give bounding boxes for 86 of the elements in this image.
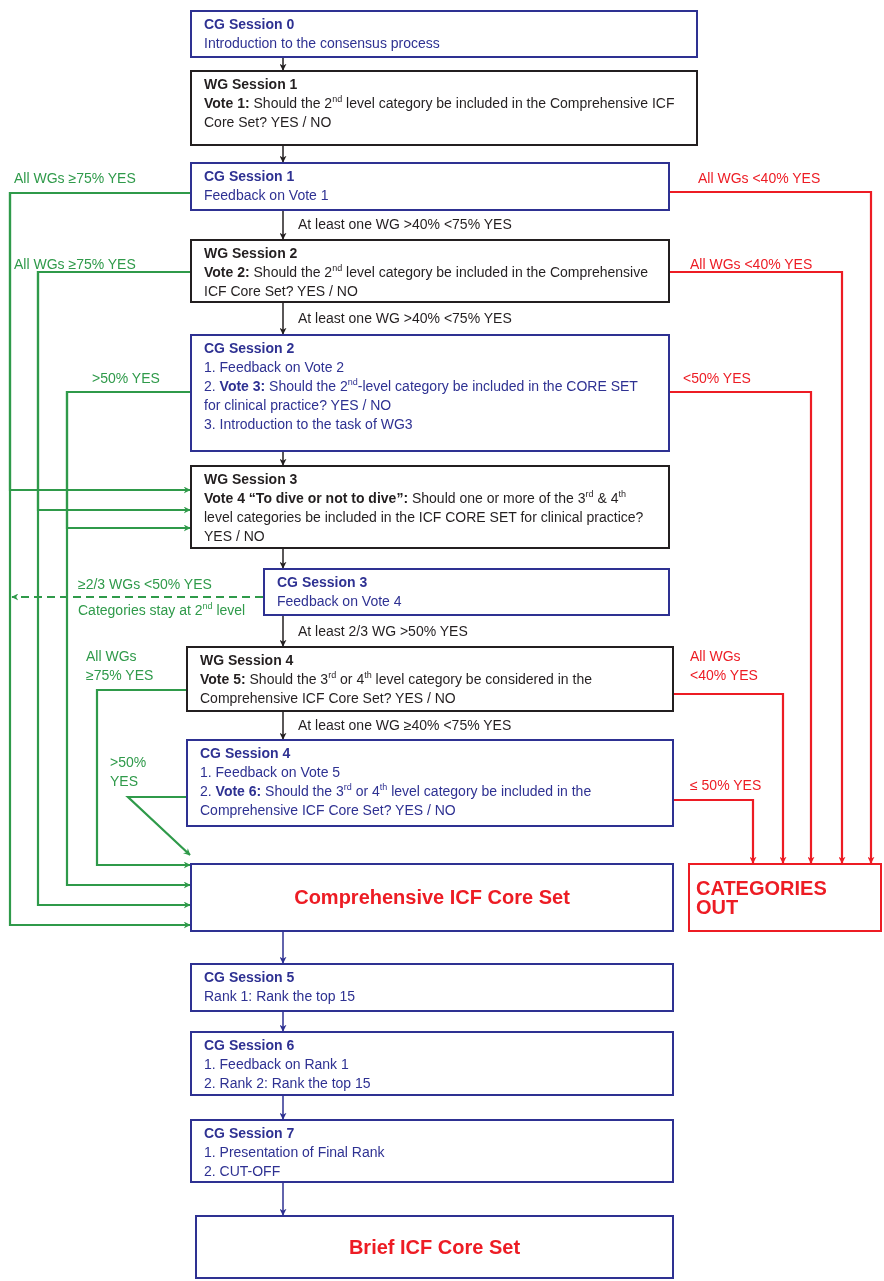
session-box xyxy=(263,568,670,616)
result-box xyxy=(688,863,882,932)
edge-label: All WGs ≥75% YES xyxy=(86,647,155,685)
session-title: CG Session 6 xyxy=(204,1036,296,1055)
arrow xyxy=(279,57,287,71)
session-box xyxy=(186,646,674,712)
edge-label: At least one WG >40% <75% YES xyxy=(298,309,512,328)
arrow xyxy=(279,931,287,964)
arrow xyxy=(279,711,287,740)
result-title: Comprehensive ICF Core Set xyxy=(294,888,570,907)
session-text: 1. Feedback on Vote 5 xyxy=(200,763,342,782)
arrow xyxy=(279,1182,287,1216)
result-box xyxy=(195,1215,674,1279)
session-title: CG Session 0 xyxy=(204,15,296,34)
arrow xyxy=(279,615,287,647)
result-title: CATEGORIES OUT xyxy=(696,878,828,917)
session-text: 2. Rank 2: Rank the top 15 xyxy=(204,1074,372,1093)
arrow xyxy=(279,1011,287,1032)
arrow xyxy=(65,390,191,889)
session-text: Introduction to the consensus process xyxy=(204,34,441,53)
session-text: Feedback on Vote 1 xyxy=(204,186,330,205)
session-text: Feedback on Vote 4 xyxy=(277,592,403,611)
session-text: 2. CUT-OFF xyxy=(204,1162,282,1181)
session-title: CG Session 2 xyxy=(204,339,296,358)
result-title: Brief ICF Core Set xyxy=(348,1237,521,1257)
session-text: 1. Presentation of Final Rank xyxy=(204,1143,386,1162)
session-title: CG Session 7 xyxy=(204,1124,296,1143)
session-text: 1. Feedback on Rank 1 xyxy=(204,1055,350,1074)
edge-label: >50% YES xyxy=(92,369,160,388)
session-box xyxy=(190,10,698,58)
arrow xyxy=(95,688,191,869)
edge-label: >50% YES xyxy=(110,753,148,791)
arrow xyxy=(279,302,287,335)
session-text: 3. Introduction to the task of WG3 xyxy=(204,415,414,434)
arrow xyxy=(11,593,263,601)
arrow xyxy=(279,548,287,569)
arrow xyxy=(125,795,191,856)
edge-label: <50% YES xyxy=(683,369,751,388)
arrow xyxy=(670,190,875,864)
edge-label: All WGs <40% YES xyxy=(690,255,813,274)
session-text: Vote 1: Should the 2$^{nd}$ level category be included in the Comprehensive ICF Core Set? YES / NO xyxy=(204,94,676,132)
session-box xyxy=(190,963,674,1012)
arrow xyxy=(670,390,815,864)
edge-label: ≤ 50% YES xyxy=(690,776,762,795)
arrow xyxy=(279,210,287,240)
arrow xyxy=(279,1095,287,1120)
session-box xyxy=(190,1031,674,1096)
edge-label: At least one WG >40% <75% YES xyxy=(298,215,512,234)
edge-label: All WGs ≥75% YES xyxy=(14,255,136,274)
edge-label: All WGs <40% YES xyxy=(698,169,821,188)
arrow xyxy=(674,692,787,864)
session-box xyxy=(190,334,670,452)
session-title: CG Session 5 xyxy=(204,968,296,987)
session-box xyxy=(190,239,670,303)
session-title: WG Session 1 xyxy=(204,75,299,94)
session-text: Vote 2: Should the 2$^{nd}$ level category be included in the Comprehensive ICF Core Set? YES / NO xyxy=(204,263,650,301)
session-title: WG Session 3 xyxy=(204,470,299,489)
arrow xyxy=(279,145,287,163)
session-box xyxy=(190,1119,674,1183)
session-box xyxy=(190,465,670,549)
edge-label: All WGs ≥75% YES xyxy=(14,169,136,188)
session-title: WG Session 4 xyxy=(200,651,295,670)
arrow xyxy=(8,191,191,929)
arrow xyxy=(674,798,757,864)
edge-label: All WGs <40% YES xyxy=(690,647,759,685)
session-text: 2. Vote 6: Should the 3$^{rd}$ or 4$^{th}$ level category be included in the Comprehensive ICF Core Set? YES / NO xyxy=(200,782,593,820)
edge-label: ≥2/3 WGs <50% YES xyxy=(78,575,213,594)
result-box xyxy=(190,863,674,932)
arrow xyxy=(670,270,846,864)
session-title: CG Session 3 xyxy=(277,573,369,592)
edge-label: At least 2/3 WG >50% YES xyxy=(298,622,468,641)
session-text: Vote 5: Should the 3$^{rd}$ or 4$^{th}$ level category be considered in the Comprehensive ICF Core Set? YES / NO xyxy=(200,670,593,708)
session-text: 1. Feedback on Vote 2 xyxy=(204,358,346,377)
arrow xyxy=(36,270,191,909)
session-title: CG Session 1 xyxy=(204,167,296,186)
session-title: WG Session 2 xyxy=(204,244,299,263)
arrow xyxy=(279,451,287,466)
session-box xyxy=(186,739,674,827)
session-title: CG Session 4 xyxy=(200,744,292,763)
session-text: Vote 4 “To dive or not to dive”: Should one or more of the 3$^{rd}$ & 4$^{th}$ level categories be included in the ICF CORE SET for clinical practice? YES / NO xyxy=(204,489,645,546)
session-text: 2. Vote 3: Should the 2$^{nd}$-level category be included in the CORE SET for clinical practice? YES / NO xyxy=(204,377,639,415)
session-text: Rank 1: Rank the top 15 xyxy=(204,987,356,1006)
session-box xyxy=(190,162,670,211)
session-box xyxy=(190,70,698,146)
edge-label: At least one WG ≥40% <75% YES xyxy=(298,716,512,735)
note-text: Categories stay at 2$^{nd}$ level xyxy=(78,601,247,620)
